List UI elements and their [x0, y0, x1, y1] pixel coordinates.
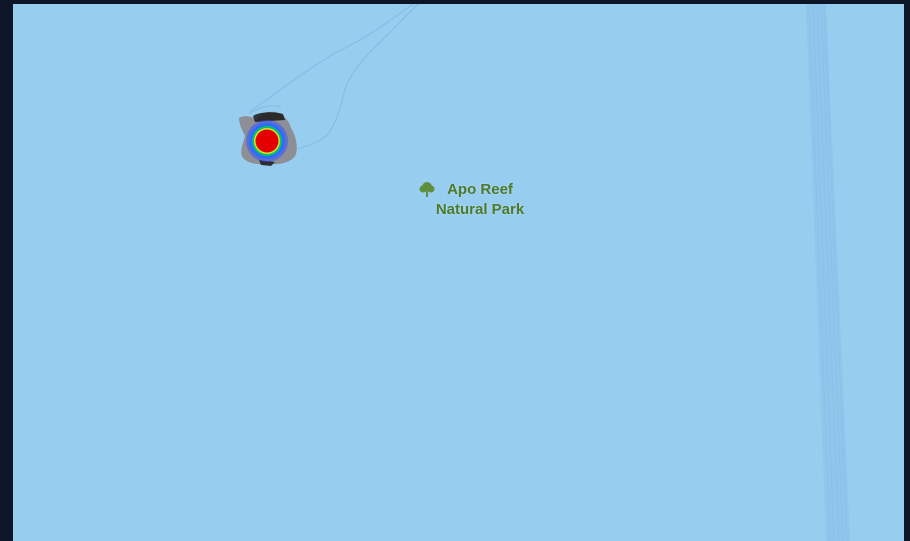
poi-name-line2: Natural Park — [435, 201, 525, 218]
reef-island-dark-edge — [253, 112, 285, 122]
reef-outline — [248, 4, 419, 150]
tree-icon — [419, 182, 435, 197]
poi-name-line1: Apo Reef — [447, 181, 513, 198]
map-overlay — [239, 4, 850, 541]
map-canvas[interactable]: Apo Reef Natural Park — [13, 4, 904, 541]
depth-channel-band — [806, 4, 850, 541]
heatmap-hotspot-icon[interactable] — [246, 120, 288, 162]
poi-apo-reef-natural-park[interactable]: Apo Reef Natural Park — [417, 180, 543, 220]
poi-label: Apo Reef Natural Park — [417, 180, 543, 220]
